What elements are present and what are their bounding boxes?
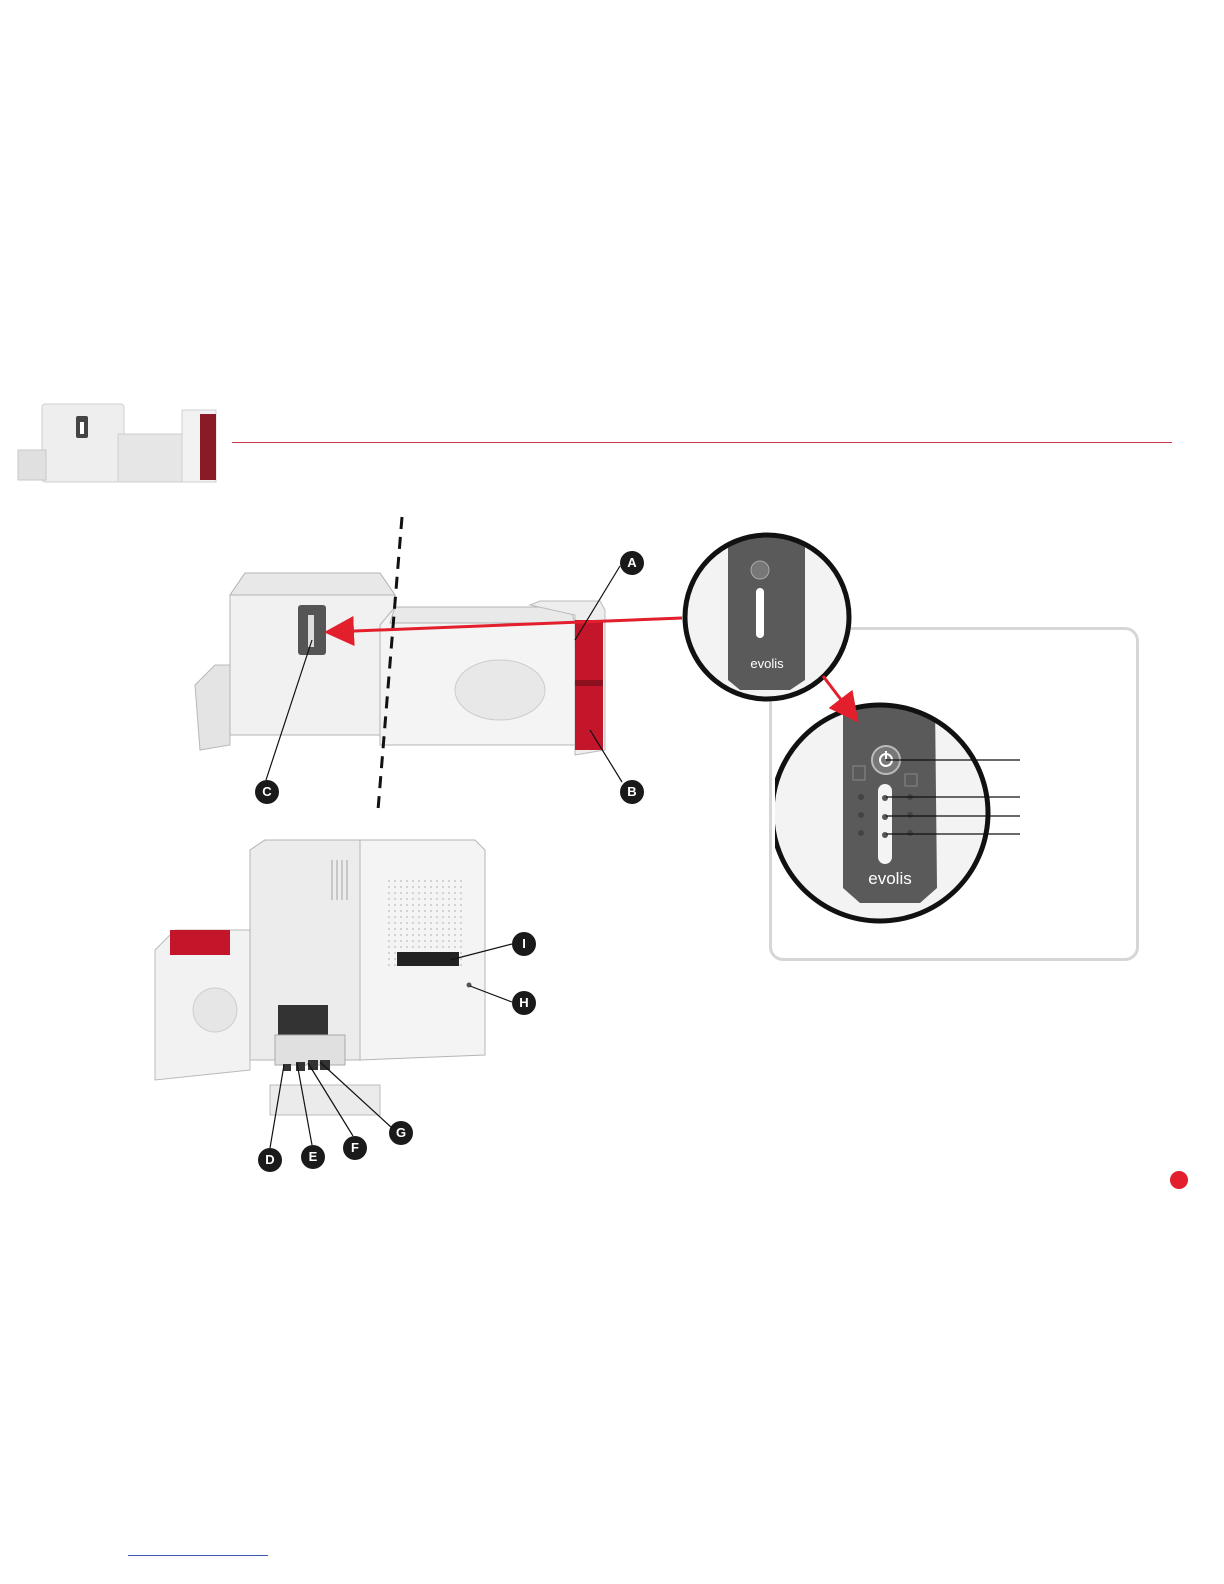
logo-large: evolis: [868, 869, 911, 888]
logo-small: evolis: [750, 656, 784, 671]
header-printer-thumbnail: [14, 402, 234, 484]
callout-g: G: [389, 1121, 413, 1145]
ribbon-icon: [882, 832, 888, 838]
page-marker-dot: [1170, 1171, 1188, 1189]
callout-c: C: [255, 780, 279, 804]
callout-b: B: [620, 780, 644, 804]
printer-rear-view: [140, 830, 560, 1175]
callout-f: F: [343, 1136, 367, 1160]
callout-i: I: [512, 932, 536, 956]
callout-d: D: [258, 1148, 282, 1172]
header-rule: [232, 442, 1172, 443]
power-icon: [872, 746, 900, 774]
printer-front-view: [180, 515, 680, 815]
callout-h: H: [512, 991, 536, 1015]
callout-a: A: [620, 551, 644, 575]
control-panel-zoom-large: evolis: [775, 698, 1035, 928]
footer-link-underline[interactable]: [128, 1555, 268, 1556]
control-panel-zoom-small: evolis: [680, 530, 855, 705]
callout-e: E: [301, 1145, 325, 1169]
